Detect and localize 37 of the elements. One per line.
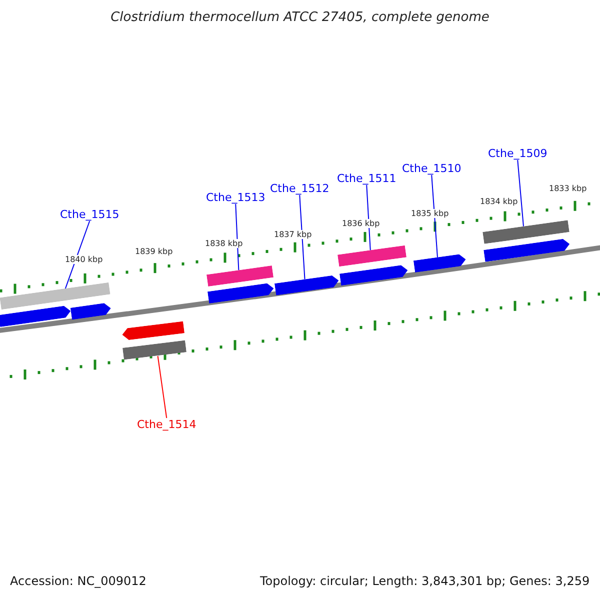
leader-line bbox=[64, 220, 90, 290]
gene-label: Cthe_1513 bbox=[206, 191, 266, 204]
gene-feature bbox=[274, 274, 340, 296]
gene-label: Cthe_1512 bbox=[270, 182, 330, 195]
gene-label: Cthe_1515 bbox=[60, 208, 120, 221]
gene-bar bbox=[206, 265, 274, 287]
gene-label: Cthe_1510 bbox=[402, 162, 462, 175]
scale-label: 1834 kbp bbox=[480, 197, 518, 206]
gene-feature bbox=[340, 264, 408, 286]
gene-bar bbox=[482, 220, 570, 244]
diagram-title: Clostridium thermocellum ATCC 27405, complete genome bbox=[110, 10, 490, 25]
gene-feature bbox=[70, 302, 112, 320]
gene-feature bbox=[207, 282, 275, 304]
topology-text: Topology: circular; Length: 3,843,301 bp; Genes: 3,259 bbox=[260, 574, 590, 588]
gene-bar bbox=[122, 340, 186, 360]
gene-bar bbox=[0, 282, 110, 310]
gene-bar bbox=[338, 245, 406, 267]
accession-text: Accession: NC_009012 bbox=[10, 574, 146, 588]
leader-line bbox=[157, 356, 168, 418]
scale-label: 1835 kbp bbox=[411, 209, 449, 218]
leader-line bbox=[235, 204, 240, 271]
gene-feature bbox=[413, 253, 467, 273]
leader-line bbox=[517, 160, 524, 227]
leader-line bbox=[299, 194, 306, 280]
leader-line bbox=[366, 184, 371, 251]
scale-label: 1839 kbp bbox=[135, 247, 173, 256]
scale-label: 1837 kbp bbox=[274, 230, 312, 239]
gene-label: Cthe_1511 bbox=[337, 172, 396, 185]
gene-feature bbox=[484, 238, 570, 262]
gene-label: Cthe_1514 bbox=[137, 418, 196, 431]
leader-line bbox=[431, 174, 438, 258]
scale-label: 1833 kbp bbox=[549, 184, 587, 193]
gene-feature bbox=[122, 321, 184, 341]
gene-label: Cthe_1509 bbox=[488, 147, 548, 160]
scale-label: 1840 kbp bbox=[65, 255, 103, 264]
scale-label: 1838 kbp bbox=[205, 239, 243, 248]
scale-label: 1836 kbp bbox=[342, 219, 380, 228]
